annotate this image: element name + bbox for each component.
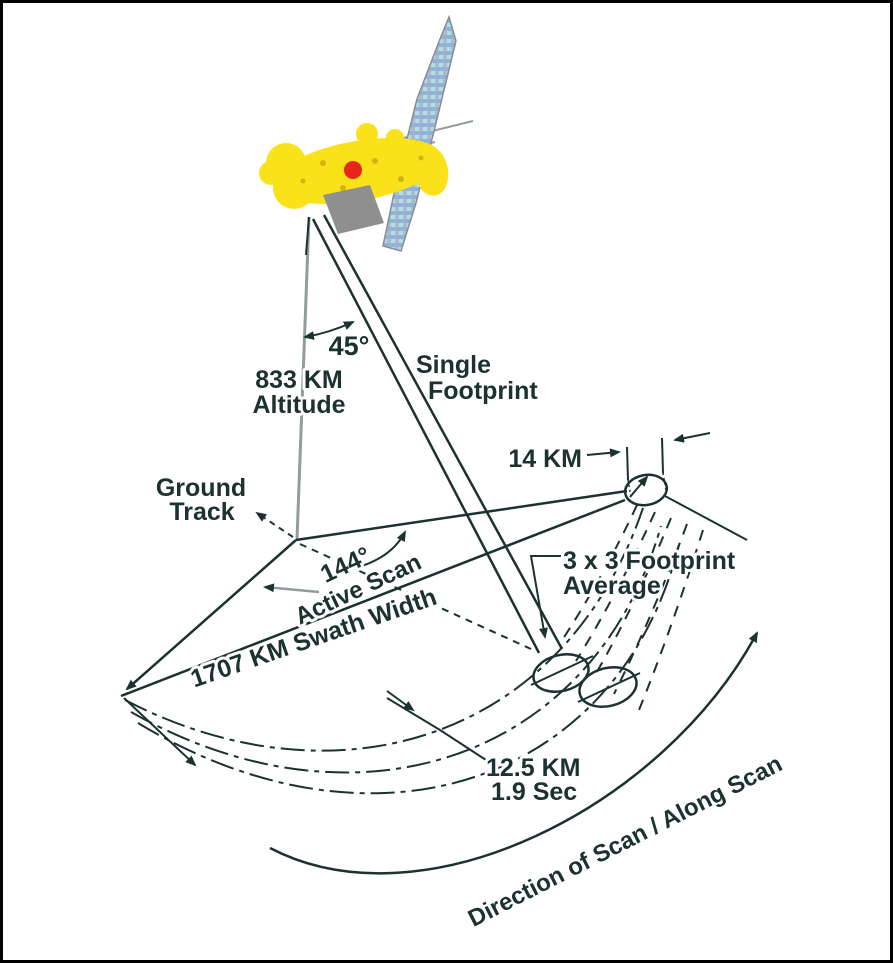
scan-arcs xyxy=(124,504,759,875)
edge-footprint-ellipse xyxy=(623,473,669,507)
angle-144-arrow-left xyxy=(263,583,320,594)
fan-left-edge xyxy=(125,539,297,691)
label-footprint-average-2: Average xyxy=(563,572,661,600)
fan-right-extension xyxy=(664,495,748,541)
scan-geometry-diagram: 45° 833 KM Altitude Single Footprint 14 … xyxy=(120,14,790,936)
geometry-lines xyxy=(120,214,748,767)
label-45-degrees: 45° xyxy=(329,331,370,361)
label-footprint-average-1: 3 x 3 Footprint xyxy=(563,547,736,575)
scan-arc-direction-arrow xyxy=(386,690,415,712)
label-resolution-km: 12.5 KM xyxy=(486,754,580,782)
satellite-body-speckles xyxy=(300,155,424,191)
label-footprint: Footprint xyxy=(428,377,538,405)
edge-scan-fan xyxy=(558,504,704,711)
scan-arc-1 xyxy=(124,507,644,752)
ground-track-extension xyxy=(299,543,532,650)
footprint-2-crossline xyxy=(577,672,641,703)
angle-45-arc xyxy=(303,321,355,340)
label-track: Track xyxy=(169,498,234,526)
footprint-ellipse-1 xyxy=(532,653,590,693)
nadir-line xyxy=(295,216,311,540)
fan-right-edge xyxy=(295,489,628,542)
label-resolution-sec: 1.9 Sec xyxy=(491,778,577,806)
edge-footprint-arrow xyxy=(629,475,649,498)
label-altitude-value: 833 KM xyxy=(255,366,343,394)
beam-line-right xyxy=(322,214,564,650)
solar-panel xyxy=(382,14,457,252)
swath-chord xyxy=(120,498,626,698)
left-tip-scan-start-arrow xyxy=(123,697,197,767)
scan-arc-2 xyxy=(130,525,662,774)
dim-14km-arrow-left xyxy=(586,448,621,458)
dim-14km-arrow-right xyxy=(673,432,711,443)
labels: 45° 833 KM Altitude Single Footprint 14 … xyxy=(153,328,790,936)
instrument-red-dot xyxy=(344,161,362,179)
footprint-avg-leader xyxy=(529,555,561,639)
label-altitude-word: Altitude xyxy=(252,391,345,419)
label-14km: 14 KM xyxy=(508,445,582,473)
dim-14km-tick-right xyxy=(661,437,664,474)
label-ground: Ground xyxy=(156,474,246,502)
label-single: Single xyxy=(416,351,491,379)
footprint-1-crossline xyxy=(530,655,594,686)
direction-of-scan-arc xyxy=(269,631,759,875)
scan-arc-3 xyxy=(137,544,680,795)
footprints xyxy=(530,473,669,708)
resolution-leader xyxy=(386,697,487,761)
angle-144-arrow-right xyxy=(351,530,406,570)
scan-antenna xyxy=(323,185,384,234)
ground-track-arrow xyxy=(255,511,294,538)
satellite xyxy=(259,14,474,252)
nadir-line-top xyxy=(305,216,310,256)
footprint-ellipse-2 xyxy=(578,666,638,708)
dim-14km-tick-left xyxy=(626,446,629,481)
beam-line-left xyxy=(311,218,541,654)
